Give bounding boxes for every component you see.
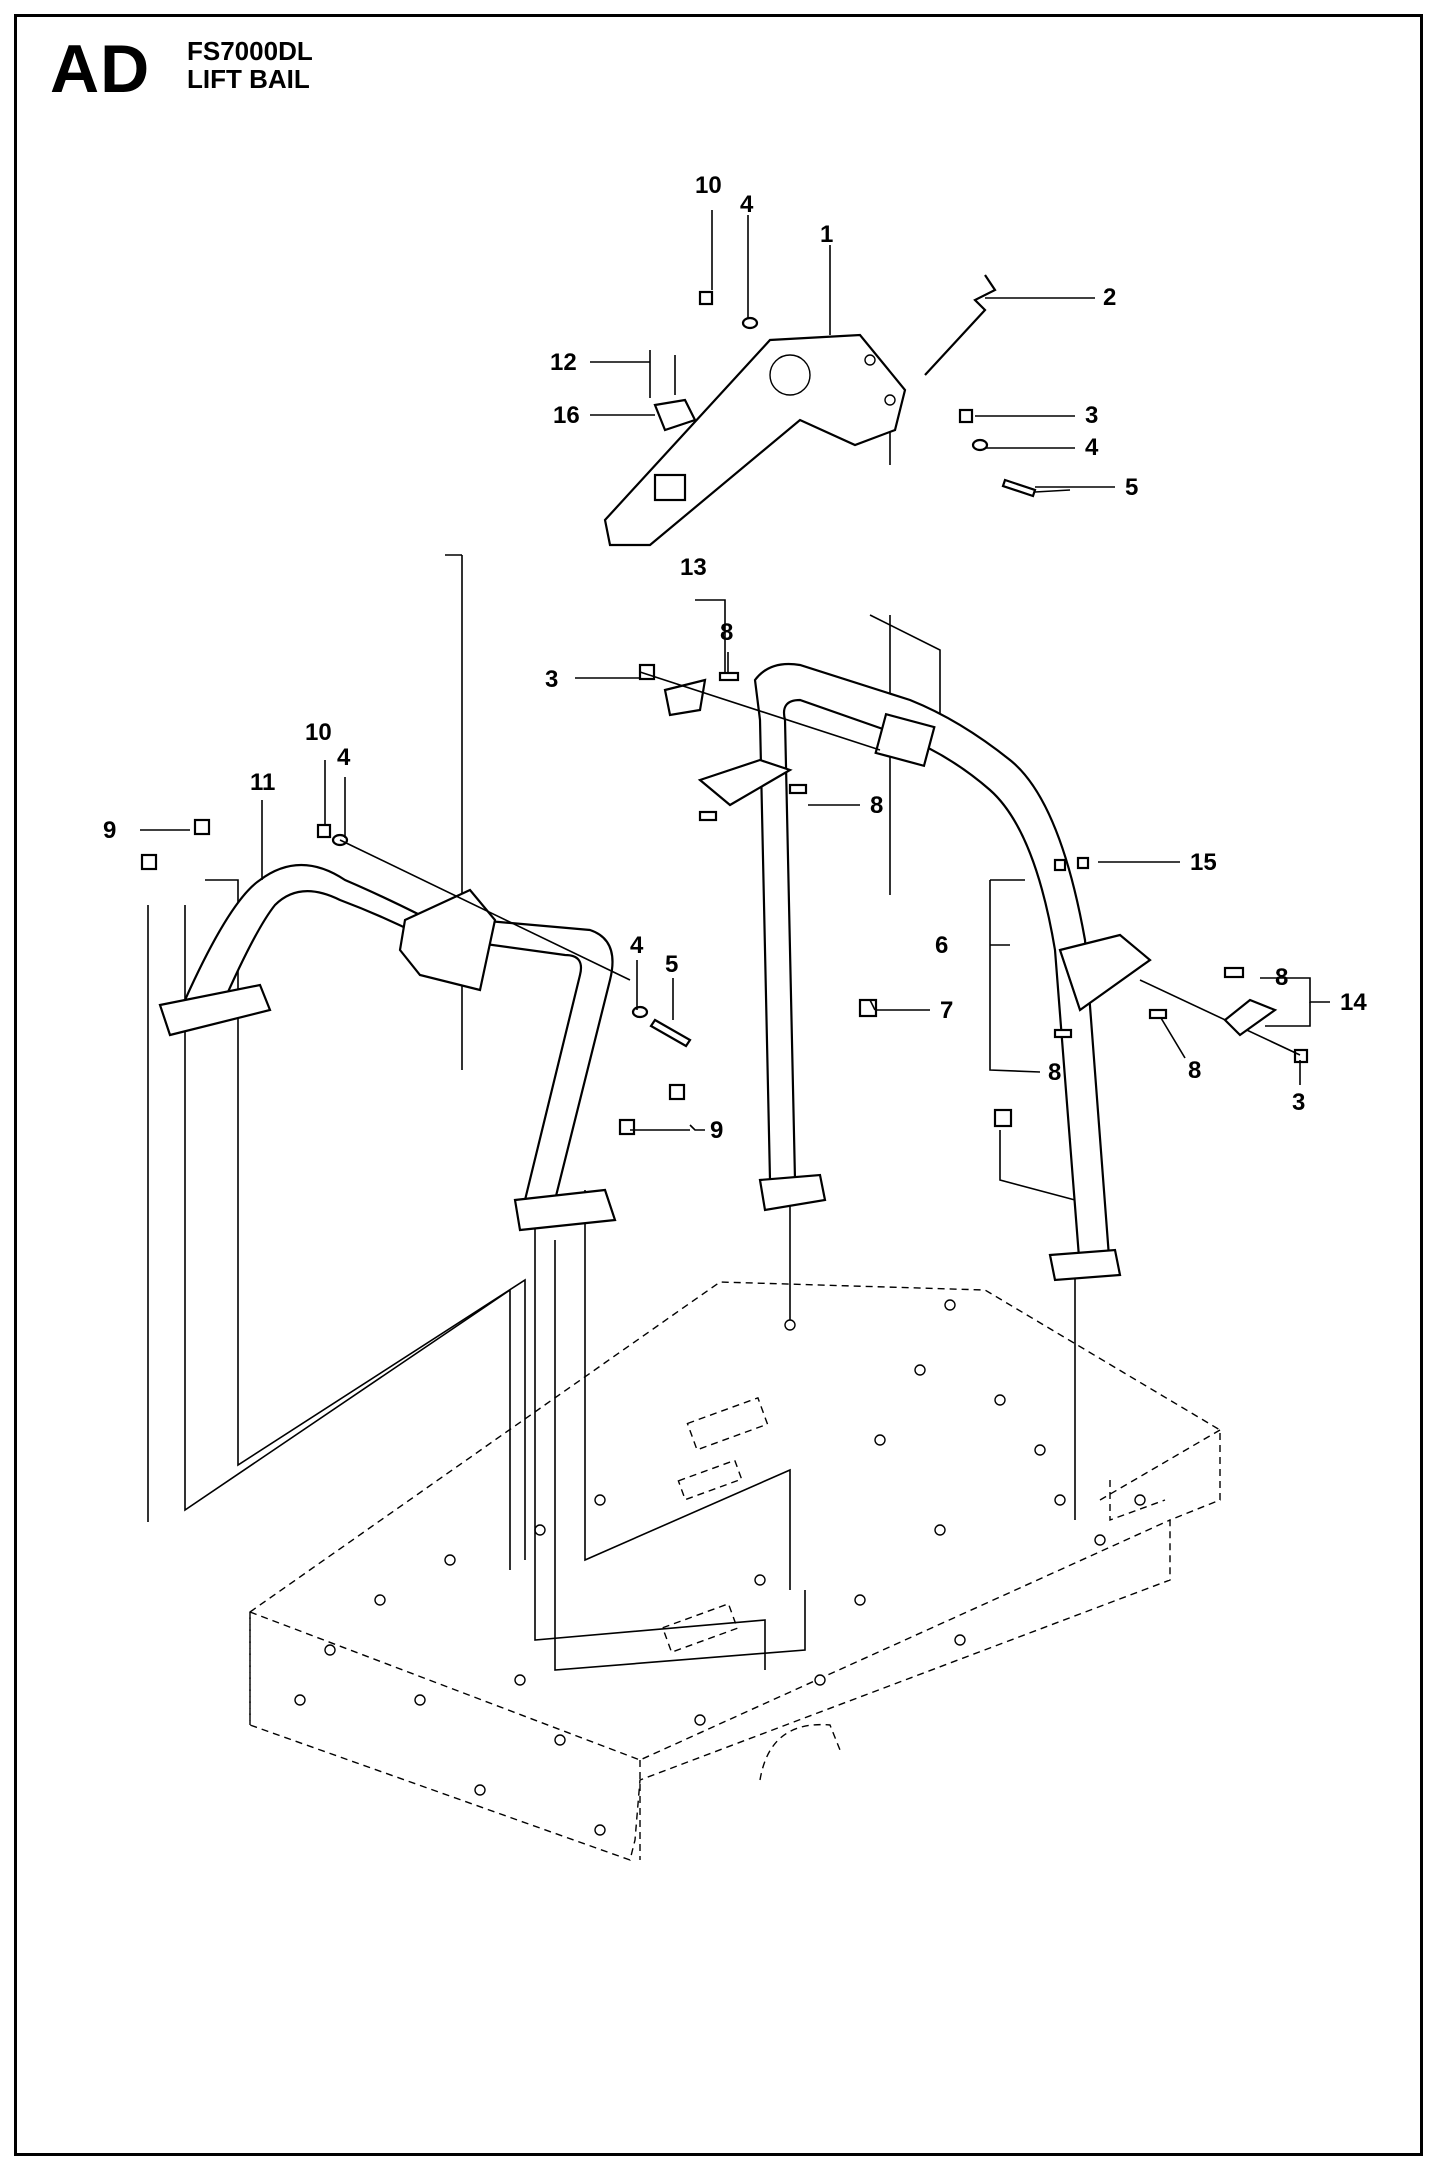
callout-2: 2 (1103, 284, 1116, 311)
callout-8-upper: 8 (720, 619, 733, 646)
callout-5-lower: 5 (665, 951, 678, 978)
callout-16: 16 (553, 402, 580, 429)
callout-14: 14 (1340, 989, 1367, 1016)
callout-3-top: 3 (1085, 402, 1098, 429)
callout-10-top: 10 (695, 172, 722, 199)
callout-3-left: 3 (545, 666, 558, 693)
assembly-guide-lines (147, 379, 1076, 1671)
callout-numbers: 10 4 1 2 12 16 3 4 5 13 8 3 8 10 4 11 9 … (103, 172, 1367, 1144)
rear-bail-part-11 (158, 863, 617, 1232)
callout-4-right: 4 (1085, 434, 1099, 461)
page-frame (14, 14, 1423, 2156)
callout-8-bottom: 8 (1048, 1059, 1061, 1086)
callout-11: 11 (250, 769, 275, 796)
callout-12: 12 (550, 349, 577, 376)
chassis-frame (249, 1281, 1221, 1861)
diagram-title: LIFT BAIL (187, 64, 310, 94)
callout-13: 13 (680, 554, 707, 581)
callout-10-left: 10 (305, 719, 332, 746)
lift-arm-part-1 (603, 333, 907, 547)
callout-6: 6 (935, 932, 948, 959)
callout-8-mid: 8 (870, 792, 883, 819)
spring-hook-part-2 (924, 274, 997, 376)
callout-4-top: 4 (740, 191, 754, 218)
section-code: AD (50, 31, 151, 107)
callout-3-right: 3 (1292, 1089, 1305, 1116)
callout-7: 7 (940, 997, 953, 1024)
hardware (140, 290, 1309, 1136)
main-bail-part-6 (753, 662, 1152, 1282)
model-name: FS7000DL (187, 36, 313, 66)
leader-lines (140, 210, 1330, 1131)
chassis-holes (294, 1299, 1146, 1836)
callout-9-lower: 9 (710, 1117, 723, 1144)
callout-8-right-low: 8 (1188, 1057, 1201, 1084)
callout-5-top: 5 (1125, 474, 1138, 501)
callout-4-lower: 4 (630, 932, 644, 959)
callout-9-left: 9 (103, 817, 116, 844)
callout-15: 15 (1190, 849, 1217, 876)
callout-1: 1 (820, 221, 833, 248)
callout-8-right-top: 8 (1275, 964, 1288, 991)
callout-4-left: 4 (337, 744, 351, 771)
